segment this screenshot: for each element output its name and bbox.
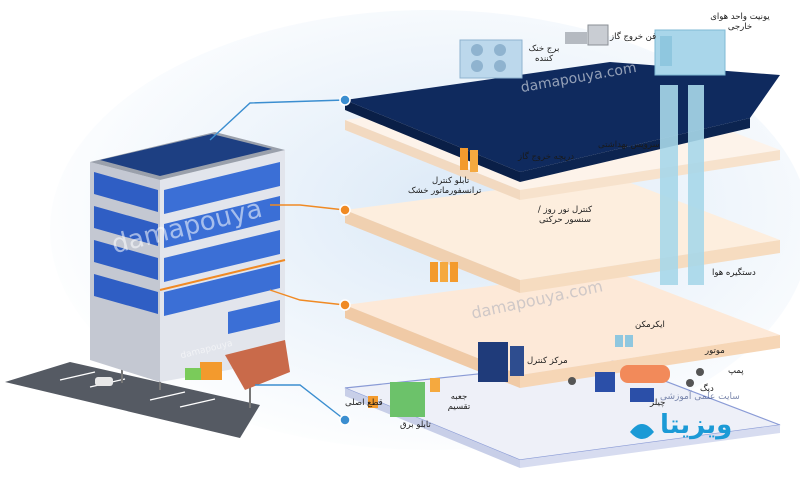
- label-pump: پمپ: [728, 366, 744, 376]
- rooftop-equipment: [459, 24, 726, 79]
- label-exhaust-damper: دریچه خروج گاز: [518, 152, 574, 162]
- car: [95, 377, 113, 386]
- label-main-switch: قطع اصلی: [345, 398, 383, 408]
- label-control-center: مرکز کنترل: [527, 356, 568, 366]
- label-boiler: دیگ: [700, 384, 714, 394]
- label-chiller: چیلر: [650, 398, 666, 408]
- floor-equipment: [368, 148, 704, 417]
- connector-dots: [339, 94, 351, 426]
- logo-text: ویزیتا: [660, 410, 733, 440]
- label-exhaust-fan: فن خروج گاز: [610, 32, 657, 42]
- label-power-panel: تابلو برق: [400, 420, 431, 430]
- label-control-panel: تابلو کنترل: [432, 176, 470, 186]
- office-building: [90, 132, 290, 390]
- label-outdoor-unit: یونیت واحد هوای خارجی: [710, 12, 770, 32]
- label-icemaker: ایکرمکن: [635, 320, 665, 330]
- label-air-handler: دستگیره هوا: [712, 268, 756, 278]
- label-dry-transformer: ترانسفورماتور خشک: [408, 186, 482, 196]
- logo-subtitle: سایت علمی آموزشی: [660, 392, 740, 402]
- label-motor: موتور: [705, 346, 725, 356]
- label-light-motion-sensor: کنترل نور روز / سنسور حرکتی: [537, 205, 593, 225]
- logo-drop-icon: [630, 424, 654, 439]
- vertical-ducts: [660, 85, 704, 285]
- transformer-box: [200, 362, 222, 380]
- floor-plate-2: [345, 270, 780, 375]
- label-sanitary-service: سرویس بهداشتی: [598, 140, 660, 150]
- label-cooling-tower: برج خنک کننده: [528, 44, 560, 64]
- label-distribution-box: جعبه تقسیم: [447, 392, 471, 412]
- parking-lot: [5, 362, 260, 438]
- connector-lines: [209, 99, 346, 421]
